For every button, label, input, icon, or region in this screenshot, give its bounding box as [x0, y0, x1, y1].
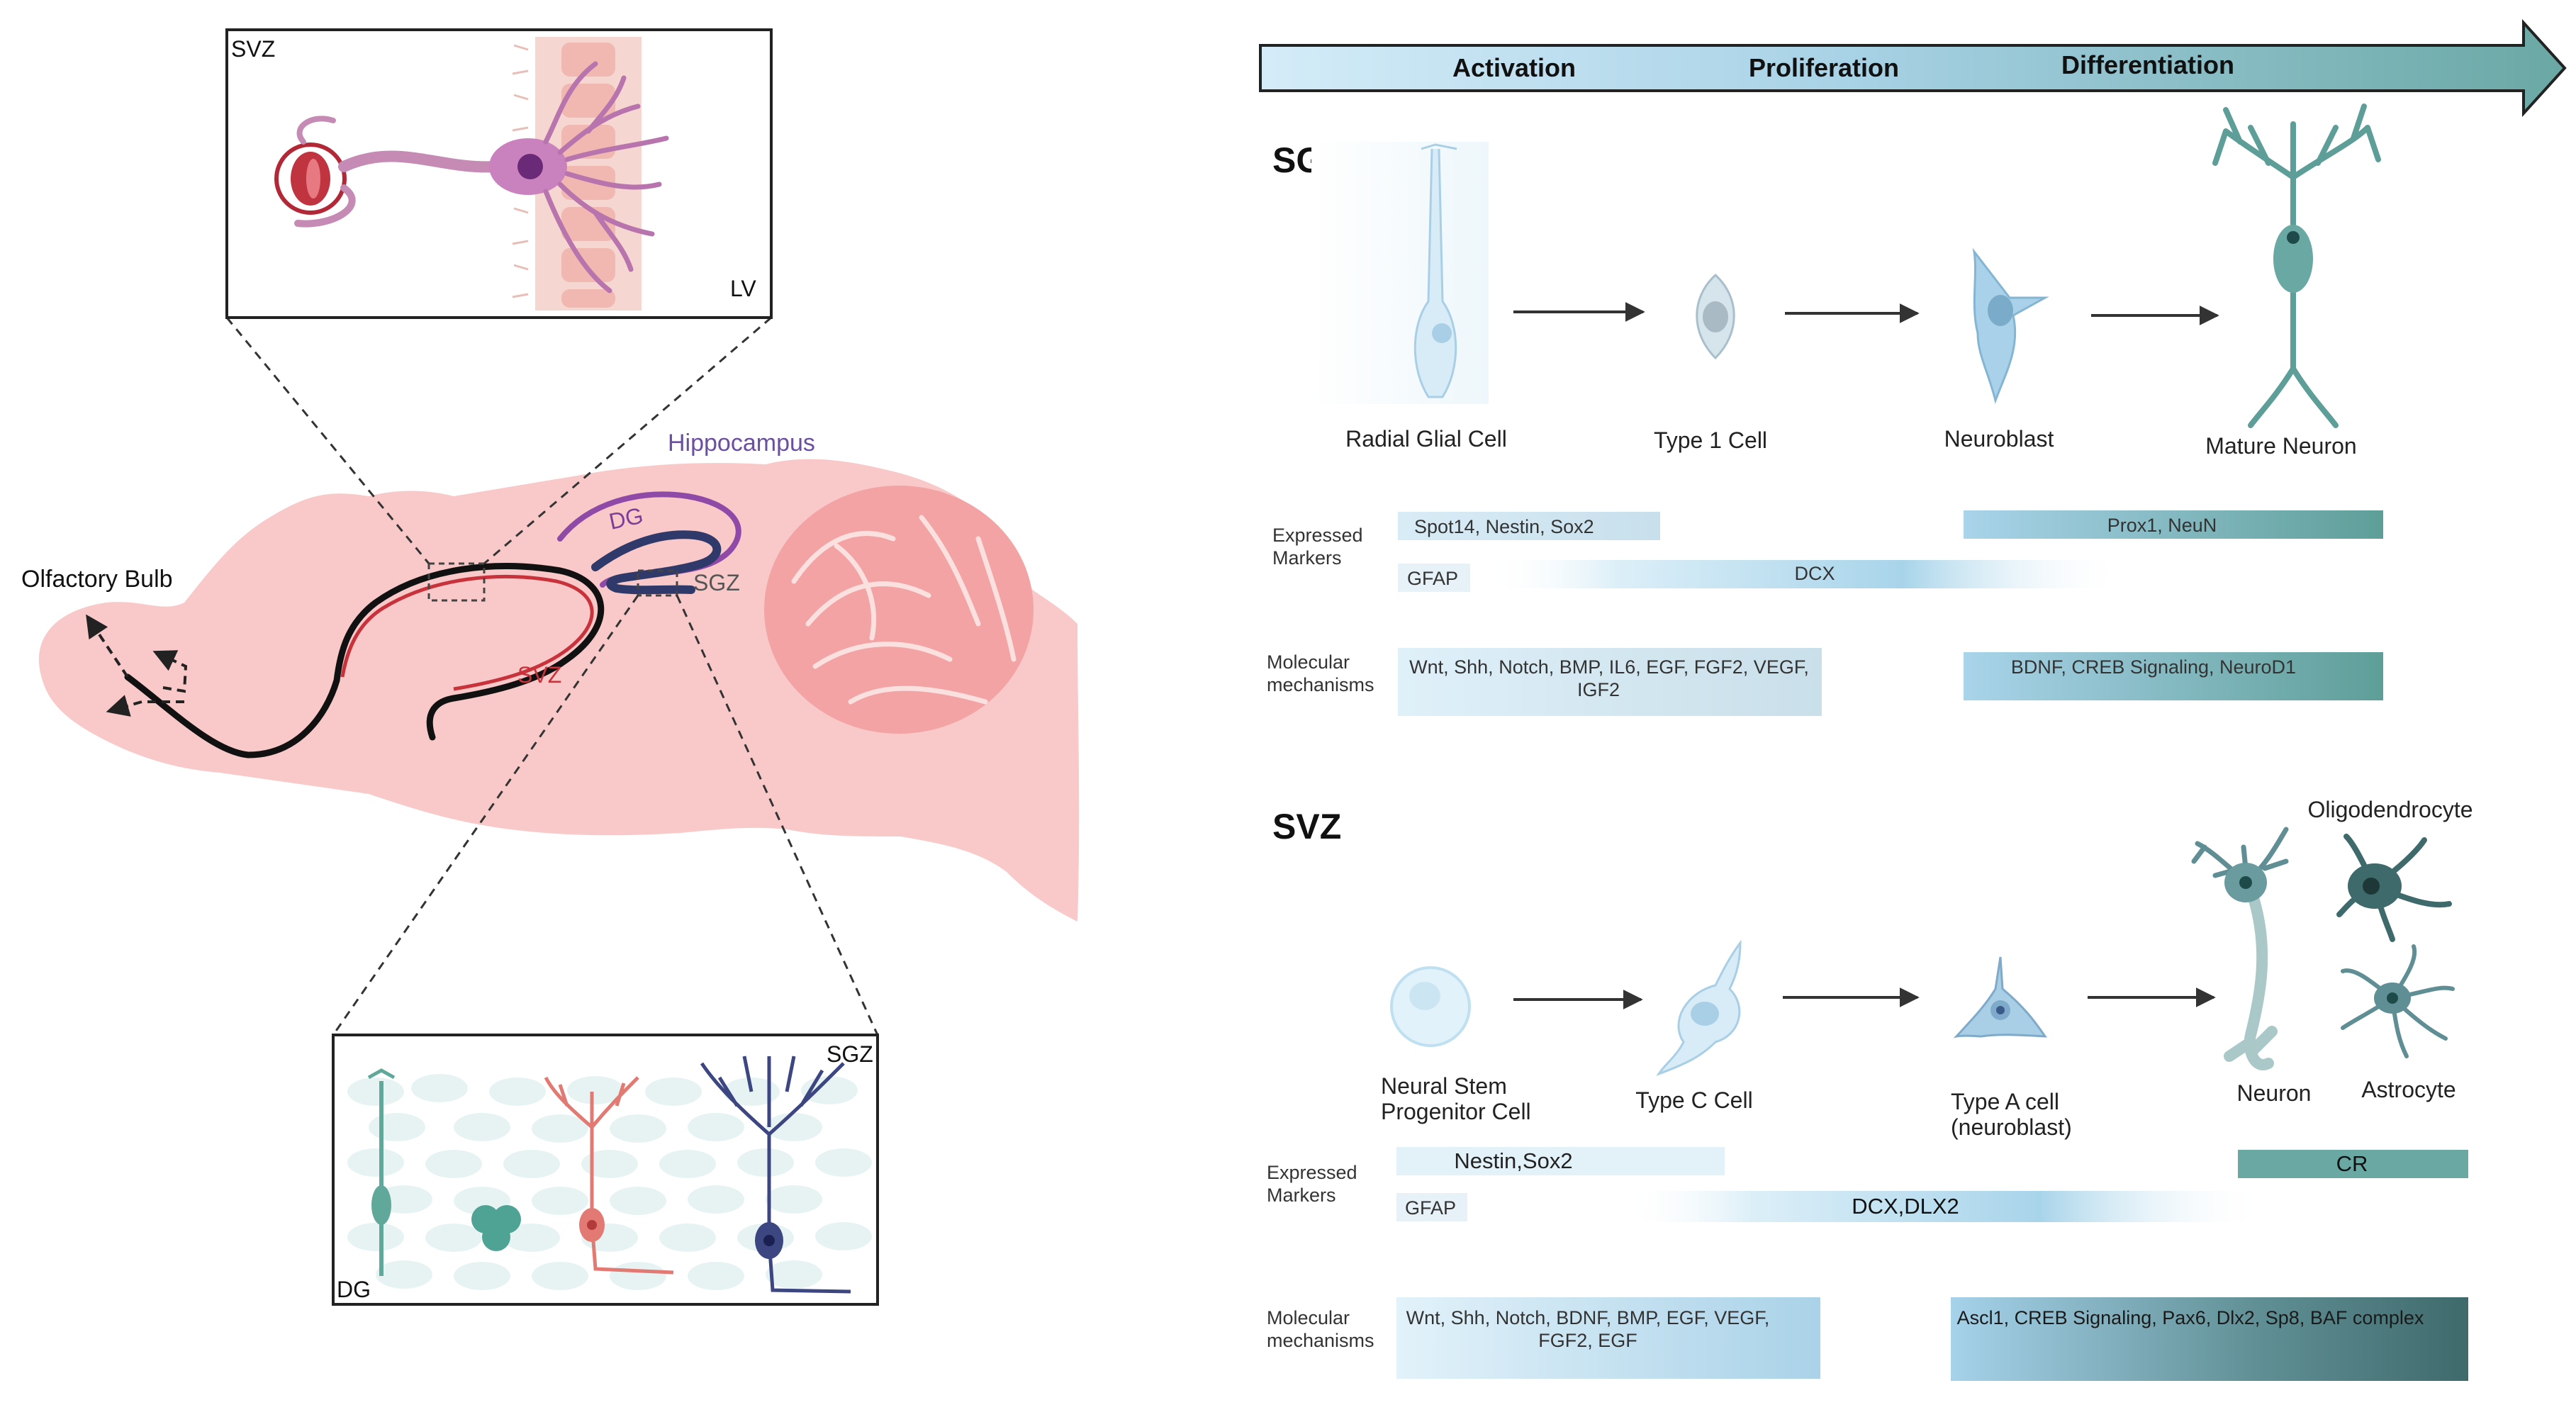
sgz-inset: SGZ DG [332, 1034, 879, 1306]
svz-mech-early-line2: FGF2, EGF [1538, 1330, 1637, 1351]
svz-markers-label-line2: Markers [1267, 1185, 1336, 1206]
type-a-cell [1953, 956, 2047, 1039]
sgz-mech-early-bar [1398, 648, 1822, 716]
granule-cell-layer [347, 1074, 872, 1290]
label-type-1-cell: Type 1 Cell [1654, 427, 1767, 453]
zoom-connectors [225, 316, 879, 1036]
stage-proliferation: Proliferation [1749, 53, 1899, 82]
label-nspc-line1: Neural Stem [1381, 1073, 1507, 1099]
olfactory-bulb-label: Olfactory Bulb [21, 566, 173, 593]
sgz-marker-dcx: DCX [1794, 563, 1835, 584]
sgz-neuroblast [1972, 247, 2049, 405]
svz-dcx-bar [1623, 1191, 2265, 1222]
brain-illustration: Hippocampus DG SGZ SVZ Olfactory Bulb [21, 316, 1080, 1036]
dg-radial-glia [367, 1068, 396, 1276]
svz-markers-label-line1: Expressed [1267, 1162, 1357, 1183]
label-neuron: Neuron [2237, 1080, 2312, 1106]
svz-marker-early-bar [1396, 1147, 1725, 1175]
label-nspc-line2: Progenitor Cell [1381, 1099, 1531, 1124]
oligodendrocyte [2336, 834, 2452, 942]
sgz-outline [591, 530, 722, 595]
sgz-gfap-bar [1398, 564, 1470, 592]
lv-label: LV [730, 276, 756, 301]
sgz-mech-late-bar [1964, 652, 2383, 700]
rostral-migratory-stream [124, 563, 605, 759]
sgz-panel: SGZ Radial Glial Cell [1267, 103, 2383, 716]
sgz-marker-early-bar [1398, 512, 1660, 540]
svz-mech-label-line2: mechanisms [1267, 1330, 1374, 1351]
sgz-markers-label-line2: Markers [1272, 547, 1342, 569]
stage-activation: Activation [1452, 53, 1576, 82]
svz-label: SVZ [517, 662, 561, 688]
svz-mech-late: Ascl1, CREB Signaling, Pax6, Dlx2, Sp8, … [1957, 1307, 2424, 1328]
hippocampus-label: Hippocampus [668, 430, 815, 457]
sgz-mech-early-line2: IGF2 [1577, 679, 1620, 700]
type-1-cell [1696, 273, 1735, 360]
label-oligodendrocyte: Oligodendrocyte [2307, 797, 2473, 822]
dg-inset-label: DG [337, 1277, 371, 1302]
svz-type-b-cell [274, 61, 669, 293]
sgz-mech-label-line2: mechanisms [1267, 674, 1374, 695]
svz-mech-late-bar [1951, 1297, 2468, 1381]
label-astrocyte: Astrocyte [2361, 1077, 2455, 1102]
sgz-mech-early-line1: Wnt, Shh, Notch, BMP, IL6, EGF, FGF2, VE… [1409, 656, 1809, 678]
svz-neuron [2191, 827, 2289, 1070]
svz-mech-early-line1: Wnt, Shh, Notch, BDNF, BMP, EGF, VEGF, [1406, 1307, 1770, 1328]
sgz-zoom-box [637, 569, 678, 597]
sgz-mech-label-line1: Molecular [1267, 651, 1350, 673]
sgz-markers-label-line1: Expressed [1272, 525, 1363, 546]
svz-marker-dcx: DCX,DLX2 [1852, 1194, 1959, 1219]
svz-zoom-box [427, 562, 486, 602]
radial-glial-cell [1311, 142, 1489, 404]
svz-panel: SVZ [1267, 797, 2473, 1381]
astrocyte [2341, 944, 2455, 1058]
cerebellum [764, 486, 1034, 734]
olfactory-arrows [86, 614, 188, 717]
sgz-marker-late-bar [1964, 510, 2383, 539]
svz-panel-title: SVZ [1272, 807, 1341, 846]
label-type-a-line2: (neuroblast) [1951, 1114, 2072, 1140]
sgz-marker-gfap: GFAP [1407, 568, 1458, 589]
label-radial-glial-cell: Radial Glial Cell [1345, 426, 1507, 452]
svz-marker-gfap: GFAP [1405, 1197, 1456, 1219]
svz-marker-early: Nestin,Sox2 [1454, 1148, 1572, 1173]
sgz-marker-late: Prox1, NeuN [2107, 515, 2217, 536]
svz-mech-label-line1: Molecular [1267, 1307, 1350, 1328]
svz-marker-late: CR [2336, 1151, 2368, 1176]
label-type-a-line1: Type A cell [1951, 1089, 2059, 1114]
sgz-inset-label: SGZ [827, 1041, 873, 1067]
sgz-label: SGZ [693, 570, 740, 595]
label-type-c-cell: Type C Cell [1635, 1087, 1752, 1113]
svz-mech-early-bar [1396, 1297, 1820, 1379]
dg-progenitor-cluster [471, 1205, 521, 1251]
neural-stem-progenitor-cell [1390, 966, 1471, 1047]
svz-gfap-bar [1396, 1193, 1467, 1221]
sgz-mature-neuron [2212, 103, 2381, 428]
label-mature-neuron: Mature Neuron [2205, 433, 2356, 459]
svz-marker-late-bar [2238, 1150, 2468, 1178]
timeline-arrow: Activation Proliferation Differentiation [1259, 18, 2567, 118]
sgz-dcx-bar [1489, 560, 2127, 588]
type-c-cell [1656, 939, 1742, 1077]
svz-inset: SVZ LV [225, 28, 773, 319]
label-neuroblast: Neuroblast [1944, 426, 2054, 452]
sgz-marker-early: Spot14, Nestin, Sox2 [1414, 516, 1594, 537]
dg-mature-neuron [700, 1056, 851, 1294]
dg-immature-neuron [544, 1076, 674, 1275]
sgz-mech-late: BDNF, CREB Signaling, NeuroD1 [2011, 656, 2296, 678]
stage-differentiation: Differentiation [2061, 50, 2234, 79]
svz-inset-label: SVZ [231, 36, 275, 62]
